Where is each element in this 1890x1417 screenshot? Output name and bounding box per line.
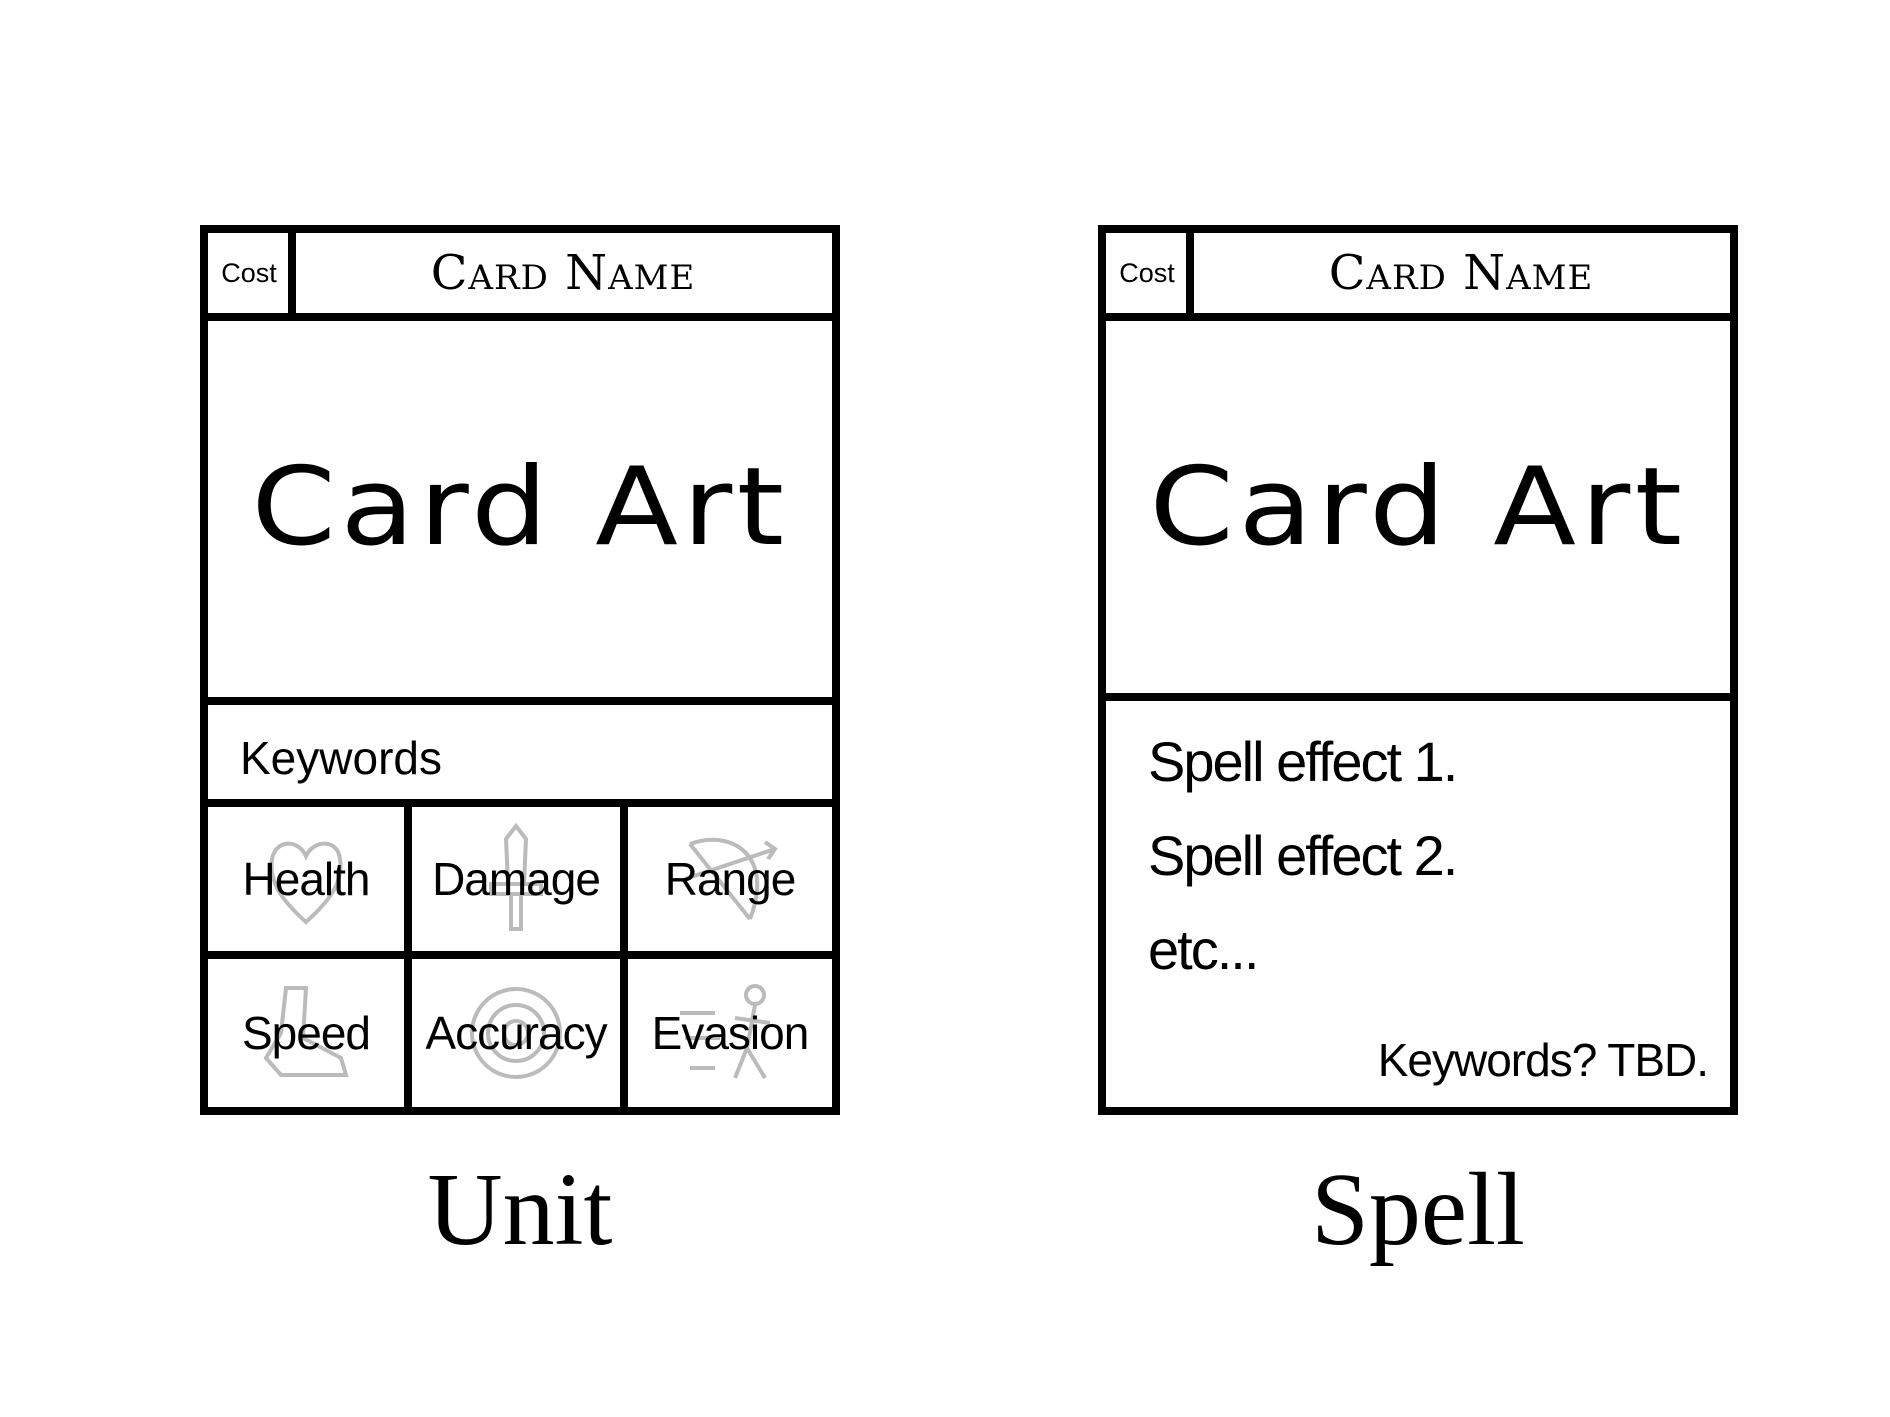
stat-evasion: Evasion xyxy=(628,959,832,1107)
cost-label: Cost xyxy=(1119,257,1175,288)
cost-divider xyxy=(288,233,296,313)
spell-effect-1: Spell effect 1. xyxy=(1148,730,1458,793)
divider-line xyxy=(208,697,832,705)
stat-label: Evasion xyxy=(651,1007,810,1059)
stat-label: Health xyxy=(242,853,371,905)
keywords-note: Keywords? TBD. xyxy=(1377,1034,1709,1086)
card-name: Card Name xyxy=(430,245,696,301)
stat-range: Range xyxy=(628,807,832,951)
stat-label: Range xyxy=(664,853,797,905)
heart-icon xyxy=(269,841,343,925)
stat-speed: Speed xyxy=(208,959,404,1107)
target-icon xyxy=(470,987,562,1079)
spell-effect-etc: etc... xyxy=(1148,918,1259,981)
stat-health: Health xyxy=(208,807,404,951)
divider-line xyxy=(1106,313,1730,321)
spell-type-label: Spell xyxy=(1311,1152,1525,1267)
unit-card: Cost Card Name Card Art Keywords Health … xyxy=(200,225,840,1115)
dodge-figure-icon xyxy=(680,984,771,1080)
cost-divider xyxy=(1186,233,1194,313)
card-name: Card Name xyxy=(1328,245,1594,301)
divider-line xyxy=(404,807,412,1109)
stat-accuracy: Accuracy xyxy=(412,959,620,1107)
cost-label: Cost xyxy=(221,257,277,288)
boot-icon xyxy=(263,986,349,1077)
divider-line xyxy=(1106,693,1730,701)
stat-label: Speed xyxy=(241,1007,371,1059)
spell-effect-2: Spell effect 2. xyxy=(1148,824,1458,887)
stat-label: Accuracy xyxy=(425,1007,607,1059)
card-art-placeholder: Card Art xyxy=(251,444,789,570)
bow-icon xyxy=(684,837,778,921)
card-art-placeholder: Card Art xyxy=(1149,444,1687,570)
stat-damage: Damage xyxy=(412,807,620,951)
unit-type-label: Unit xyxy=(427,1152,613,1267)
sword-icon xyxy=(489,822,543,931)
divider-line xyxy=(208,951,832,959)
divider-line xyxy=(208,799,832,807)
divider-line xyxy=(208,313,832,321)
divider-line xyxy=(620,807,628,1109)
stat-label: Damage xyxy=(432,853,601,905)
keywords-label: Keywords xyxy=(240,732,442,784)
spell-card: Cost Card Name Card Art Spell effect 1. … xyxy=(1098,225,1738,1115)
